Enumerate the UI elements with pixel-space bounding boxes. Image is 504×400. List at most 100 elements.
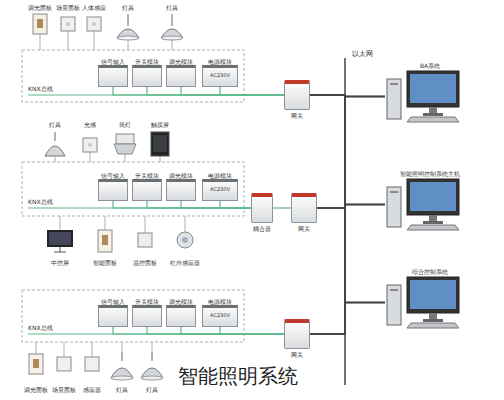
device-label: 中控屏: [51, 259, 69, 266]
computer-icon: [385, 177, 465, 232]
wall-panel-icon: [33, 359, 39, 368]
device-wire: [125, 154, 126, 162]
ir-sensor-icon: [177, 232, 193, 248]
panel-frame: [22, 50, 244, 102]
lamp-icon: [172, 14, 173, 26]
pc-keyboard: [407, 117, 459, 122]
node-label: 信号输入: [98, 172, 128, 179]
computer-node: BA系统: [385, 62, 475, 124]
pc-stand: [429, 313, 437, 319]
device-label: 灯具: [166, 4, 178, 11]
device-wire: [172, 39, 173, 50]
lamp-icon: [111, 376, 133, 380]
downlight-icon: [116, 134, 134, 144]
sensor-icon: [88, 143, 92, 147]
wall-panel-icon: [37, 19, 43, 28]
device-wire: [36, 31, 185, 357]
module-body: [132, 179, 162, 201]
knx-bus: [28, 95, 283, 334]
computer-node: 智能照明控制系统主机: [385, 170, 475, 232]
sensor-icon: [87, 17, 101, 31]
module-box: 调光模块: [166, 172, 196, 201]
device-label: 触摸屏: [151, 121, 169, 128]
device-label: 灯具: [49, 121, 61, 128]
bus-connector: [147, 87, 284, 95]
node-label: 电源模块: [202, 172, 238, 179]
panel-frame: [22, 50, 244, 342]
device-wire: [94, 31, 95, 50]
wall-panel-icon: [33, 14, 47, 34]
bus-connector: [147, 201, 251, 208]
ethernet-link: [310, 97, 385, 335]
downlight-icon: [114, 144, 136, 154]
lamp-icon: [152, 352, 153, 361]
pc-screen: [410, 182, 456, 211]
device-wire: [90, 152, 91, 162]
device-wire: [36, 342, 37, 354]
module-body: AC230V: [202, 65, 238, 87]
touch-screen-icon: [153, 135, 167, 152]
node-label: BA系统: [385, 62, 475, 69]
module-box: 电源模块AC230V: [202, 298, 238, 327]
node-label: 开关模块: [132, 298, 162, 305]
module-box: 信号输入: [98, 58, 128, 87]
pc-monitor: [407, 179, 459, 215]
device-label: 红外感应器: [170, 259, 200, 266]
lamp-icon: [117, 36, 139, 40]
pc-tower: [390, 83, 398, 85]
bus-connector: [113, 87, 284, 95]
node-label: 开关模块: [132, 172, 162, 179]
module-body: [166, 305, 196, 327]
device-wire: [40, 34, 41, 50]
device-label: 以太网: [352, 50, 373, 58]
sensor-icon: [85, 357, 99, 371]
pc-monitor: [407, 277, 459, 313]
device-label: 场景面板: [56, 4, 80, 11]
touch-screen-icon: [151, 132, 169, 156]
lamp-icon: [141, 376, 163, 380]
device-label: 筒灯: [119, 121, 131, 128]
gateway-body: [251, 193, 273, 223]
bus-connector: [273, 207, 291, 208]
pc-stand: [429, 215, 437, 221]
module-body: [98, 179, 128, 201]
module-box: 电源模块AC230V: [202, 58, 238, 87]
module-body: [98, 65, 128, 87]
device-label: 调光面板: [28, 4, 52, 11]
node-label: 电源模块: [202, 58, 238, 65]
module-body: AC230V: [202, 179, 238, 201]
bus-connector: [220, 201, 251, 208]
lamp-icon: [128, 14, 129, 26]
device-wire: [152, 342, 153, 352]
module-box: 信号输入: [98, 172, 128, 201]
ethernet-link: [310, 95, 385, 205]
device-label: 灯具: [122, 4, 134, 11]
bus-connector: [220, 327, 284, 334]
device-label: 温控面板: [133, 259, 157, 266]
device-wire: [128, 39, 129, 50]
pc-screen: [410, 280, 456, 309]
device-label: 灯具: [116, 386, 128, 393]
bus-connector: [113, 327, 284, 334]
node-label: 综合控制系统: [385, 268, 475, 275]
gateway-box: 网关: [283, 80, 311, 119]
device-wire: [122, 342, 123, 352]
device-label: 人体感应: [82, 4, 106, 11]
lamp-icon: [45, 146, 65, 156]
device-label: 灯具: [146, 386, 158, 393]
monitor-icon: [49, 232, 71, 245]
node-label: 电源模块: [202, 298, 238, 305]
caption: 智能照明系统: [178, 364, 298, 388]
pc-stand: [423, 319, 443, 322]
pc-stand: [423, 113, 443, 116]
pc-tower: [387, 79, 401, 119]
thermostat-icon: [138, 233, 152, 247]
device-wire: [92, 342, 93, 357]
sensor-icon: [83, 138, 97, 152]
pc-screen: [410, 74, 456, 103]
ir-sensor-icon: [182, 237, 188, 243]
node-label: 信号输入: [98, 58, 128, 65]
node-label: 调光模块: [166, 58, 196, 65]
module-box: 电源模块AC230V: [202, 172, 238, 201]
